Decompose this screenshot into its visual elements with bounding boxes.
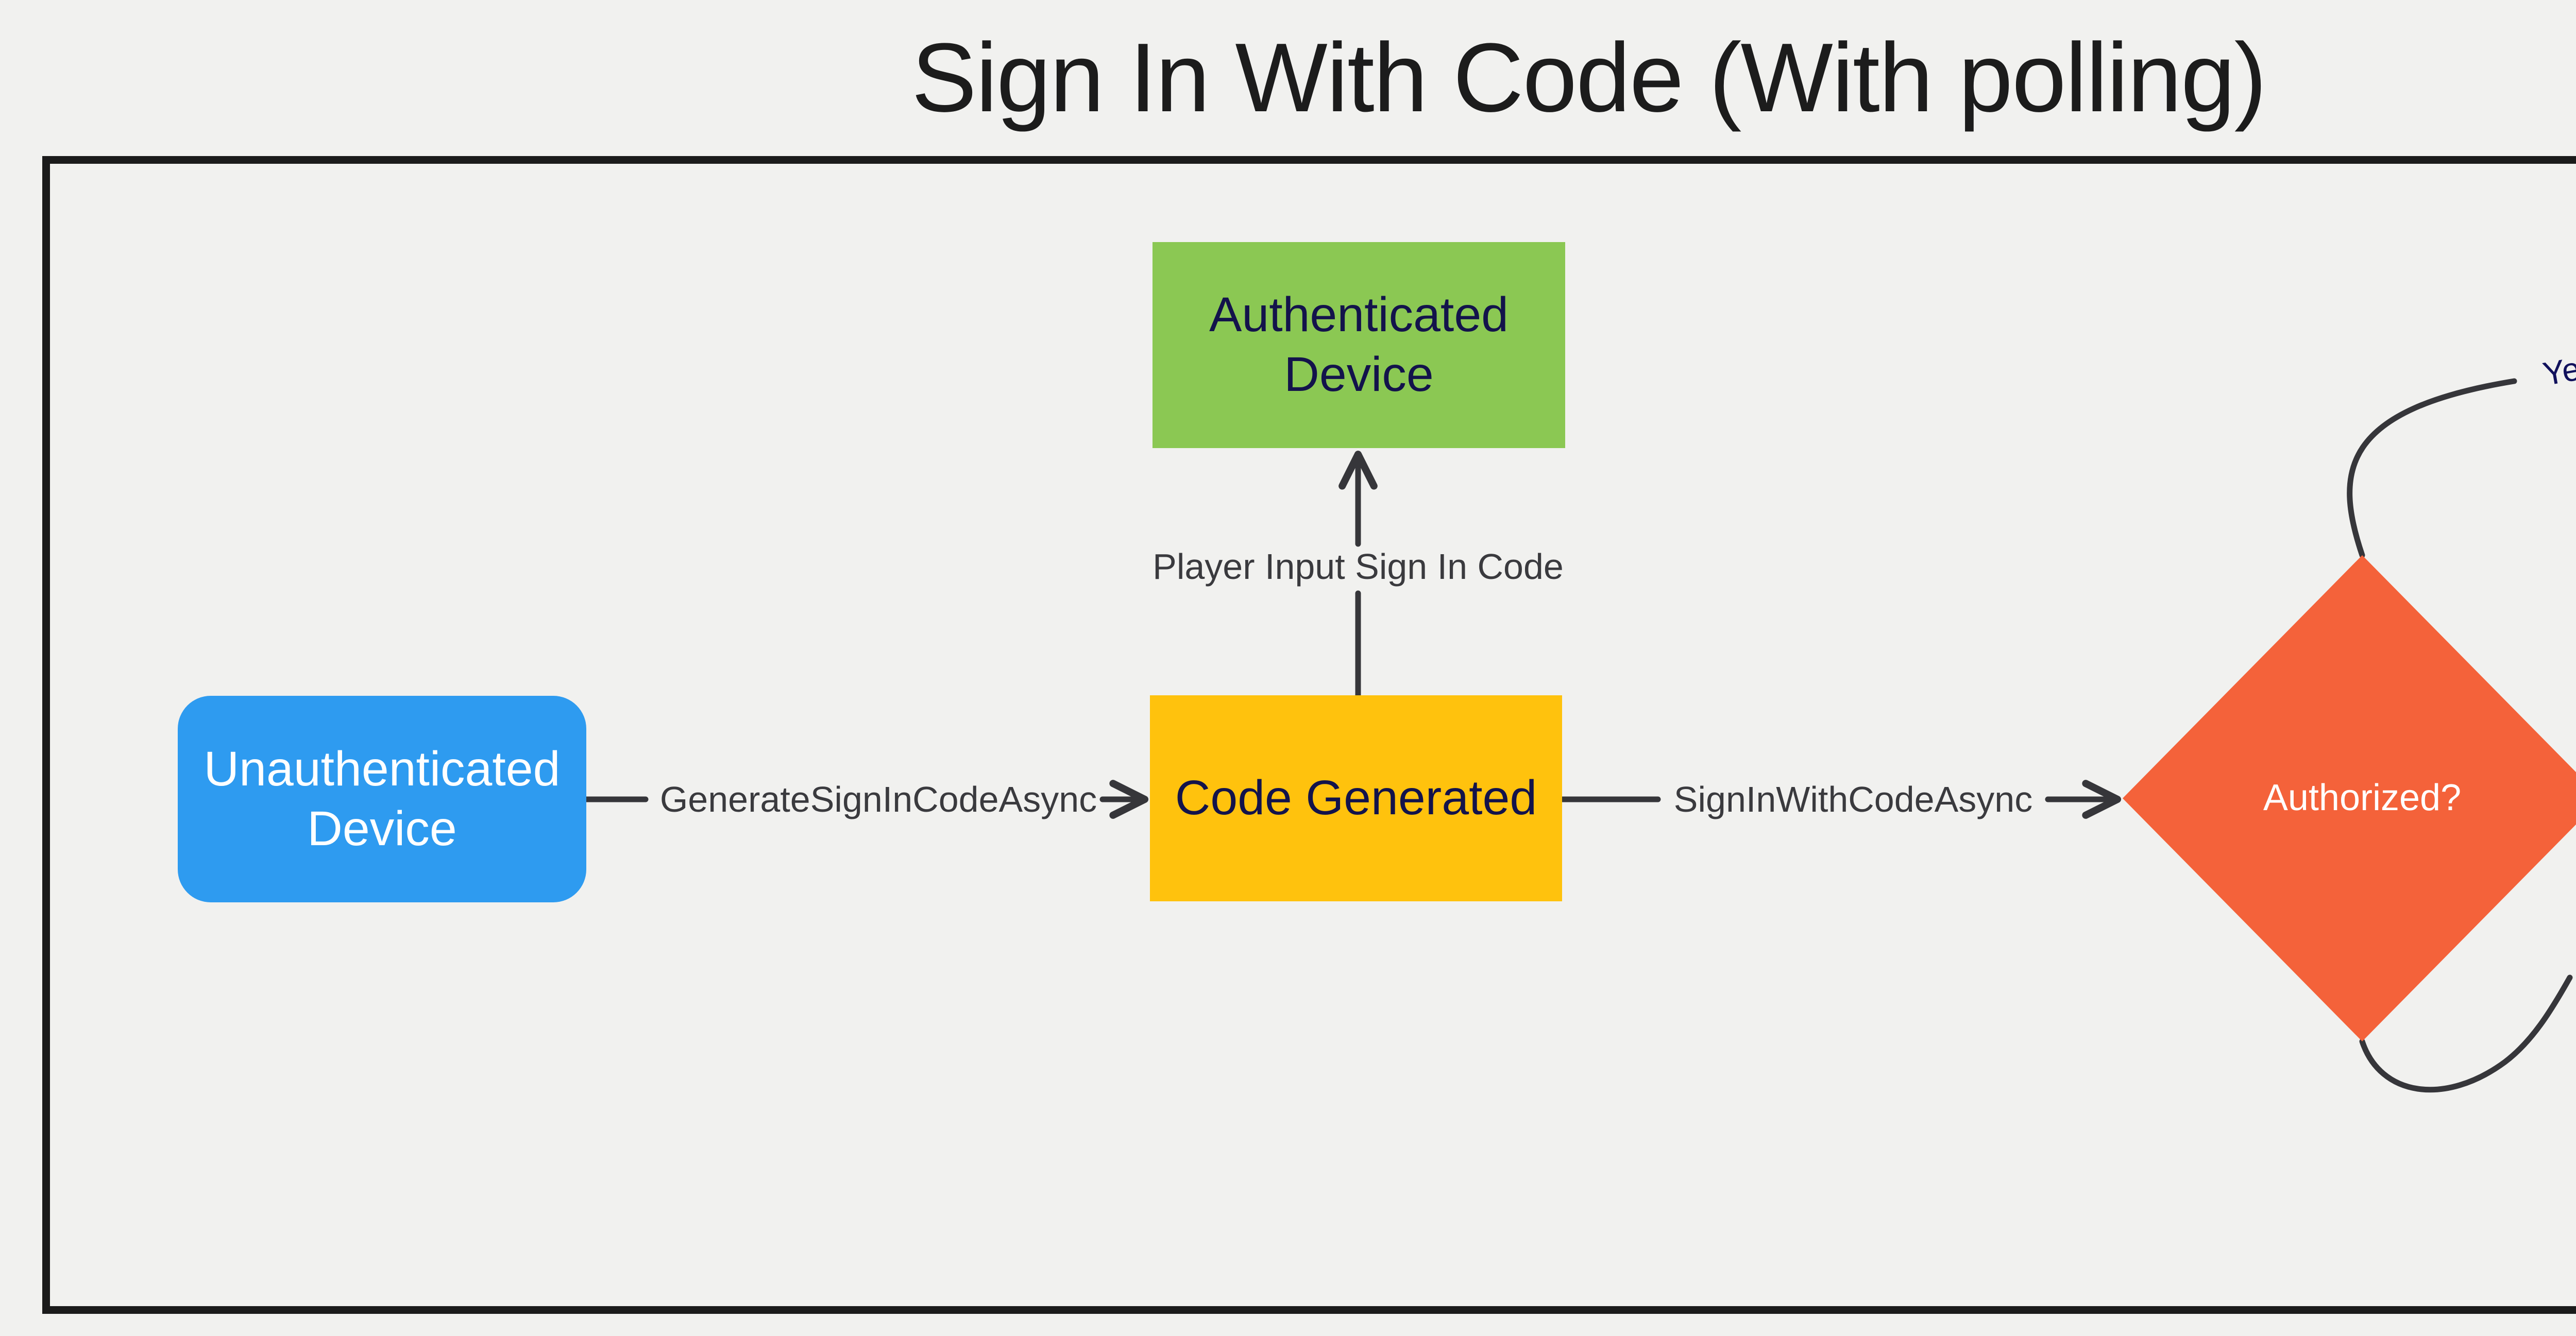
edge-label-sign-in-with-code-async: SignInWithCodeAsync xyxy=(1673,779,2033,819)
node-code-generated-label: Code Generated xyxy=(1175,770,1537,826)
edge-label-player-input-sign-in-code: Player Input Sign In Code xyxy=(1153,546,1564,587)
edge-no-loop-start xyxy=(2359,974,2573,1093)
diagram-title: Sign In With Code (With polling) xyxy=(911,23,2267,132)
node-authorized-decision-label: Authorized? xyxy=(2263,777,2462,819)
node-authenticated-device-label: Authenticated Device xyxy=(1209,287,1509,402)
node-authenticated-device: Authenticated Device xyxy=(1153,242,1565,448)
edge-yes-curve-start xyxy=(2347,378,2517,558)
diagram-frame xyxy=(42,156,2576,1314)
node-unauthenticated-device: Unauthenticated Device xyxy=(178,696,586,902)
edge-label-generate-sign-in-code-async: GenerateSignInCodeAsync xyxy=(659,779,1097,819)
node-code-generated: Code Generated xyxy=(1150,695,1562,901)
node-unauthenticated-device-label: Unauthenticated Device xyxy=(204,741,561,856)
